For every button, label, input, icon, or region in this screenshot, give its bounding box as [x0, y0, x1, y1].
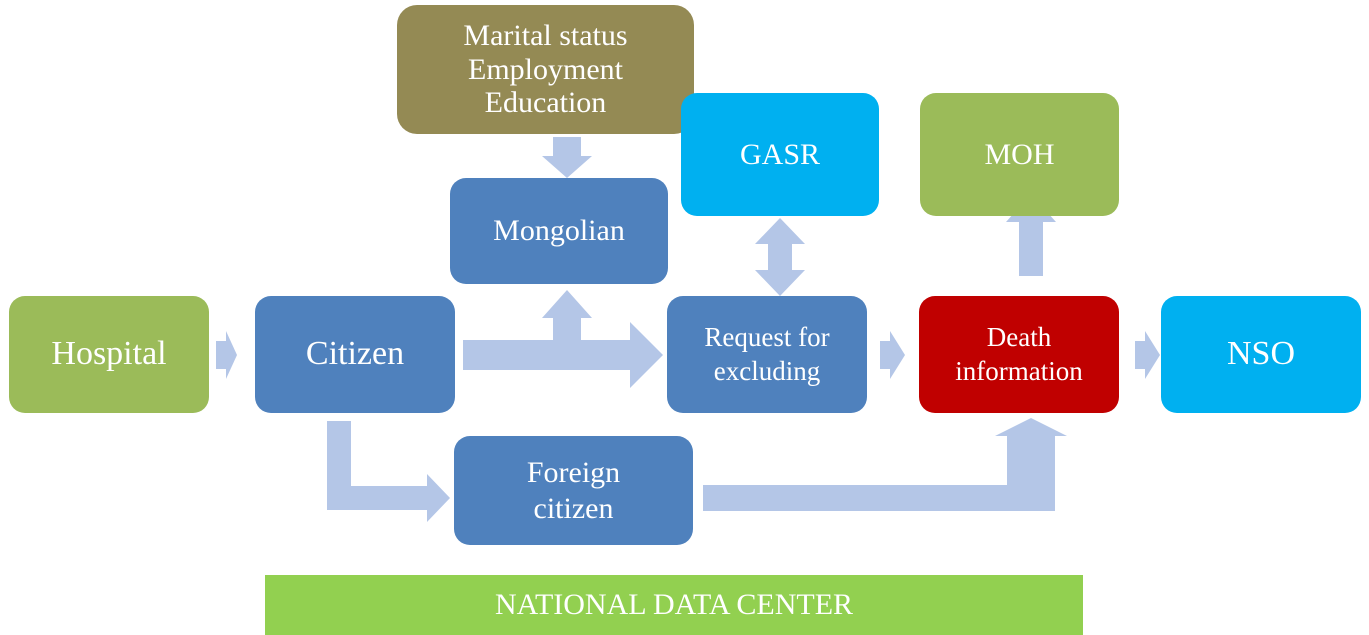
citizen-label-line: Citizen: [305, 335, 405, 373]
foreign-label-line: Foreign: [526, 455, 621, 489]
mongolian-node: Mongolian: [450, 178, 668, 284]
arrow-foreign-to-death: [703, 418, 1067, 511]
arrow-citizen-to-foreign: [327, 421, 450, 522]
request-label-line: excluding: [713, 355, 821, 386]
mongolian-label-line: Mongolian: [493, 214, 625, 247]
marital-label-line: Education: [484, 86, 607, 120]
hospital-node: Hospital: [9, 296, 209, 413]
gasr-label-line: GASR: [739, 137, 821, 171]
arrow-up-to-mongolian: [542, 290, 592, 340]
arrow-citizen-to-request: [463, 322, 663, 388]
death-label-line: information: [955, 355, 1083, 386]
marital-label-line: Marital status: [463, 19, 628, 53]
death-label-line: Death: [986, 321, 1052, 352]
marital-label-line: Employment: [468, 52, 623, 86]
national-data-center-label: NATIONAL DATA CENTER: [494, 588, 854, 621]
hospital-label-line: Hospital: [51, 335, 167, 373]
foreign-label-line: citizen: [533, 491, 614, 525]
arrow-gasr-request-double: [755, 218, 805, 296]
citizen-node: Citizen: [255, 296, 455, 413]
arrow-death-to-nso: [1135, 331, 1160, 379]
nso-node: NSO: [1161, 296, 1361, 413]
arrow-marital-to-mongolian: [542, 137, 592, 178]
nso-label-line: NSO: [1226, 335, 1296, 373]
request-label-line: Request for: [704, 321, 830, 352]
gasr-node: GASR: [681, 93, 879, 216]
national-data-center-bar: NATIONAL DATA CENTER: [265, 575, 1083, 635]
arrow-hospital-to-citizen: [216, 331, 237, 379]
arrow-request-to-death: [880, 331, 905, 379]
moh-label-line: MOH: [984, 137, 1055, 171]
moh-node: MOH: [920, 93, 1119, 216]
